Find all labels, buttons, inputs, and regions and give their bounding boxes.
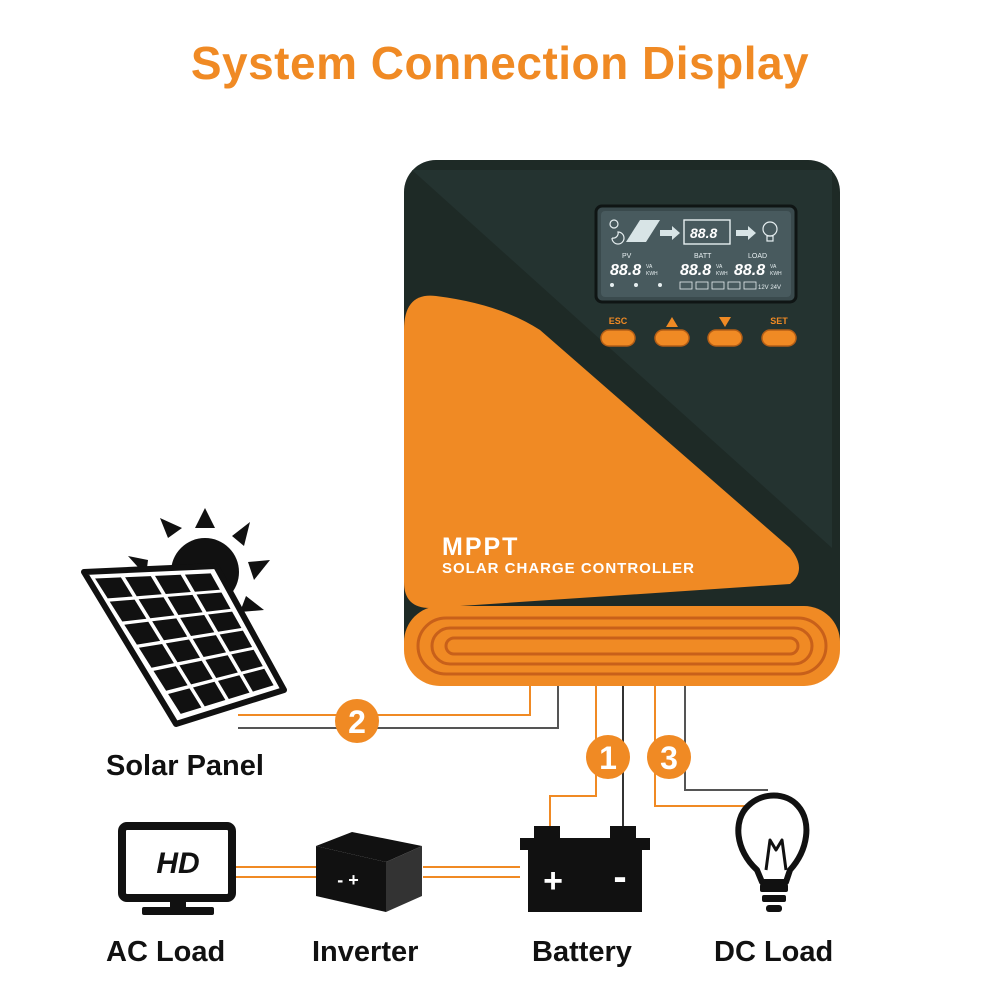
solar-cells [95, 573, 274, 714]
connection-number-1: 1 [599, 740, 617, 776]
solar-cell [95, 577, 133, 599]
lcd-small-icons [610, 283, 662, 287]
solar-panel-icon [81, 508, 287, 727]
connection-badge-1: 1 [586, 735, 630, 779]
solar-cell [205, 655, 238, 678]
solar-cell [179, 660, 213, 685]
solar-cell [242, 668, 274, 692]
battery-minus-symbol: - [613, 855, 626, 899]
lcd-unit-kwh-2: KWH [716, 271, 728, 277]
connection-badge-3: 3 [647, 735, 691, 779]
button-up[interactable] [654, 317, 690, 347]
label-solar-panel: Solar Panel [106, 750, 264, 782]
button-esc-label: ESC [609, 316, 628, 326]
label-battery: Battery [532, 936, 632, 968]
battery-plus-symbol: + [543, 862, 563, 900]
lcd-unit-va-3: VA [770, 264, 777, 270]
connection-badge-2: 2 [335, 699, 379, 743]
wire-load-positive [654, 686, 746, 807]
lcd-batt-value-2: 88.8 [680, 262, 711, 279]
charge-controller: MPPT SOLAR CHARGE CONTROLLER 88.8 [404, 160, 840, 686]
solar-cell [153, 666, 188, 691]
connection-number-2: 2 [348, 704, 366, 740]
button-esc-key[interactable] [600, 329, 636, 347]
controller-orange-panel [404, 295, 799, 608]
solar-cell [184, 573, 220, 592]
lcd-load-value: 88.8 [734, 262, 765, 279]
button-set-label: SET [770, 316, 788, 326]
solar-cell [208, 611, 242, 632]
button-down-key[interactable] [707, 329, 743, 347]
cover-grooves [416, 616, 828, 676]
solar-cell [196, 592, 231, 612]
solar-cell [231, 649, 263, 672]
lcd-bulb-icon [762, 221, 778, 242]
wires [233, 686, 768, 878]
lcd-battery-frame [683, 219, 731, 245]
button-set-key[interactable] [761, 329, 797, 347]
device-subtitle: SOLAR CHARGE CONTROLLER [442, 560, 695, 577]
solar-cell [152, 618, 188, 641]
wire-solar-negative [238, 686, 559, 729]
lcd-panel-icon [626, 220, 660, 242]
lcd-load-label: LOAD [748, 253, 767, 260]
solar-cell [218, 675, 250, 699]
solar-cell [193, 681, 226, 707]
inverter-icon: - + [316, 832, 422, 912]
lcd-pv-label: PV [622, 253, 632, 260]
button-esc[interactable]: ESC [600, 316, 636, 347]
connection-number-3: 3 [660, 740, 678, 776]
solar-cell [180, 615, 215, 636]
light-bulb-icon [735, 792, 810, 912]
battery-icon: + - [520, 826, 650, 912]
tv-hd-text: HD [156, 847, 199, 880]
lcd-batt-value: 88.8 [690, 225, 717, 241]
lcd-status-boxes [679, 281, 757, 290]
solar-cell [138, 597, 175, 619]
arrow-down-icon [719, 317, 731, 327]
controller-wire-cover [404, 606, 840, 686]
inverter-symbols: - + [337, 870, 359, 890]
label-inverter: Inverter [312, 936, 419, 968]
lcd-display: 88.8 PV BATT LOAD 88.8 88.8 88.8 VA KWH … [594, 204, 798, 304]
lcd-unit-va: VA [646, 264, 653, 270]
lcd-arrow-icon [660, 226, 756, 240]
solar-cell [167, 594, 203, 615]
solar-cell [168, 688, 202, 714]
solar-cell [124, 621, 161, 645]
lcd-pv-value: 88.8 [610, 262, 641, 279]
lcd-batt-label: BATT [694, 253, 712, 260]
button-set[interactable]: SET [761, 316, 797, 347]
page-title: System Connection Display [190, 37, 810, 89]
wire-solar-positive [238, 686, 531, 716]
solar-cell [192, 635, 226, 657]
button-down[interactable] [707, 317, 743, 347]
lcd-unit-kwh: KWH [646, 271, 658, 277]
sun-moon-icon [609, 219, 625, 245]
solar-cell [219, 630, 253, 652]
solar-cell [109, 599, 147, 622]
button-up-key[interactable] [654, 329, 690, 347]
arrow-up-icon [666, 317, 678, 327]
lcd-unit-va-2: VA [716, 264, 723, 270]
solar-cell [155, 574, 191, 594]
label-dc-load: DC Load [714, 936, 834, 968]
device-brand: MPPT [442, 533, 519, 561]
lcd-voltage-text: 12V 24V [758, 285, 781, 291]
solar-cell [165, 639, 200, 663]
solar-cell [125, 576, 162, 597]
label-ac-load: AC Load [106, 936, 226, 968]
lcd-unit-kwh-3: KWH [770, 271, 782, 277]
tv-hd-icon: HD [118, 822, 236, 915]
solar-cell [138, 644, 174, 668]
wire-load-negative [684, 686, 768, 791]
